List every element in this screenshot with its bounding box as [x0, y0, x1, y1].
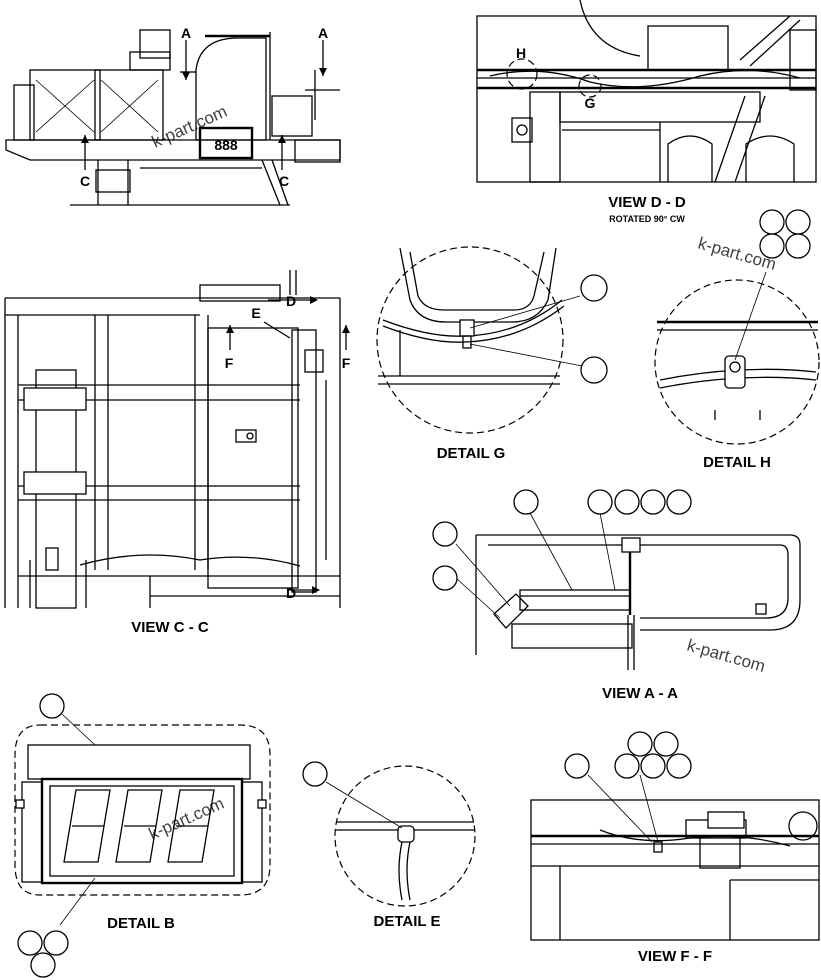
view-ff-drawing — [530, 731, 820, 941]
overview-letter-c-right: C — [279, 173, 289, 189]
detail-h-label: DETAIL H — [703, 454, 771, 471]
view-aa-drawing — [432, 489, 801, 670]
view-cc-letter-f-left: F — [225, 355, 234, 371]
view-cc-label: VIEW C - C — [131, 619, 209, 636]
watermark-view-aa: k-part.com — [685, 636, 767, 676]
view-dd-letter-h: H — [516, 45, 526, 61]
detail-h-drawing — [654, 209, 820, 445]
detail-b-label: DETAIL B — [107, 915, 175, 932]
detail-b-drawing — [14, 693, 271, 978]
view-cc-letter-d-top: D — [286, 293, 296, 309]
overview-machine: 888 — [5, 29, 341, 206]
detail-e-label: DETAIL E — [374, 913, 441, 930]
view-ff-label: VIEW F - F — [638, 948, 712, 965]
overview-display-digits: 888 — [214, 137, 238, 153]
view-dd-rotation-note: ROTATED 90° CW — [609, 214, 685, 224]
view-cc-letter-e: E — [251, 305, 260, 321]
detail-g-label: DETAIL G — [437, 445, 506, 462]
view-aa-label: VIEW A - A — [602, 685, 678, 702]
view-dd-label: VIEW D - D — [608, 194, 686, 211]
view-cc-letter-f-right: F — [342, 355, 351, 371]
view-cc-letter-d-bottom: D — [286, 585, 296, 601]
detail-e-drawing — [302, 761, 476, 907]
view-dd-drawing — [476, 0, 817, 183]
overview-letter-a-left: A — [181, 25, 191, 41]
watermark-detail-b: k-part.com — [146, 794, 227, 844]
view-dd-letter-g: G — [585, 95, 596, 111]
detail-g-drawing — [376, 246, 608, 434]
view-cc-drawing — [4, 270, 350, 609]
overview-letter-c-left: C — [80, 173, 90, 189]
overview-letter-a-right: A — [318, 25, 328, 41]
